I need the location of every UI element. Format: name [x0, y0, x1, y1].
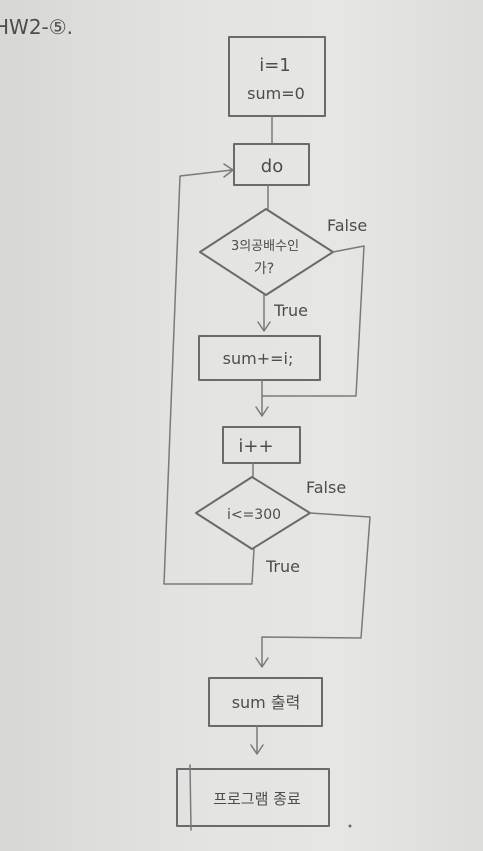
- arrow-head-end: [250, 744, 264, 755]
- end-box-side-mark: [189, 764, 192, 831]
- decision-multiple-of-three: [199, 208, 334, 296]
- print-sum-label: sum 출력: [232, 693, 301, 712]
- arrow-head-print: [255, 657, 269, 668]
- init-box: [228, 36, 326, 117]
- sum-update-box: [198, 335, 321, 381]
- sum-update-label: sum+=i;: [223, 349, 294, 368]
- arrow-head-loop: [223, 163, 234, 178]
- end-program-label: 프로그램 종료: [213, 790, 301, 808]
- decision-loop-condition: [195, 476, 311, 550]
- do-box: [233, 143, 310, 186]
- increment-label: i++: [238, 436, 273, 457]
- cond2-false-label: False: [306, 478, 346, 497]
- end-program-box: [176, 768, 330, 827]
- cond1-true-label: True: [273, 301, 308, 320]
- header-label: HW2-⑤.: [0, 15, 73, 39]
- cond2-true-label: True: [265, 557, 300, 576]
- cond1-line1: 3의공배수인: [231, 239, 299, 254]
- loop-back-arrow: [163, 169, 255, 585]
- cond1-false-branch: [261, 245, 365, 397]
- cond2-false-branch: [261, 512, 371, 667]
- cond1-line2: 가?: [254, 261, 274, 277]
- arrow-head-increment: [255, 406, 269, 417]
- cond1-false-label: False: [327, 216, 367, 235]
- print-sum-box: [208, 677, 323, 727]
- arrow-head-true1: [257, 321, 271, 332]
- do-label: do: [261, 156, 283, 177]
- stray-dot: [348, 824, 352, 828]
- increment-box: [222, 426, 301, 464]
- init-line1: i=1: [259, 55, 291, 76]
- cond2-label: i<=300: [227, 507, 281, 523]
- init-line2: sum=0: [247, 84, 305, 103]
